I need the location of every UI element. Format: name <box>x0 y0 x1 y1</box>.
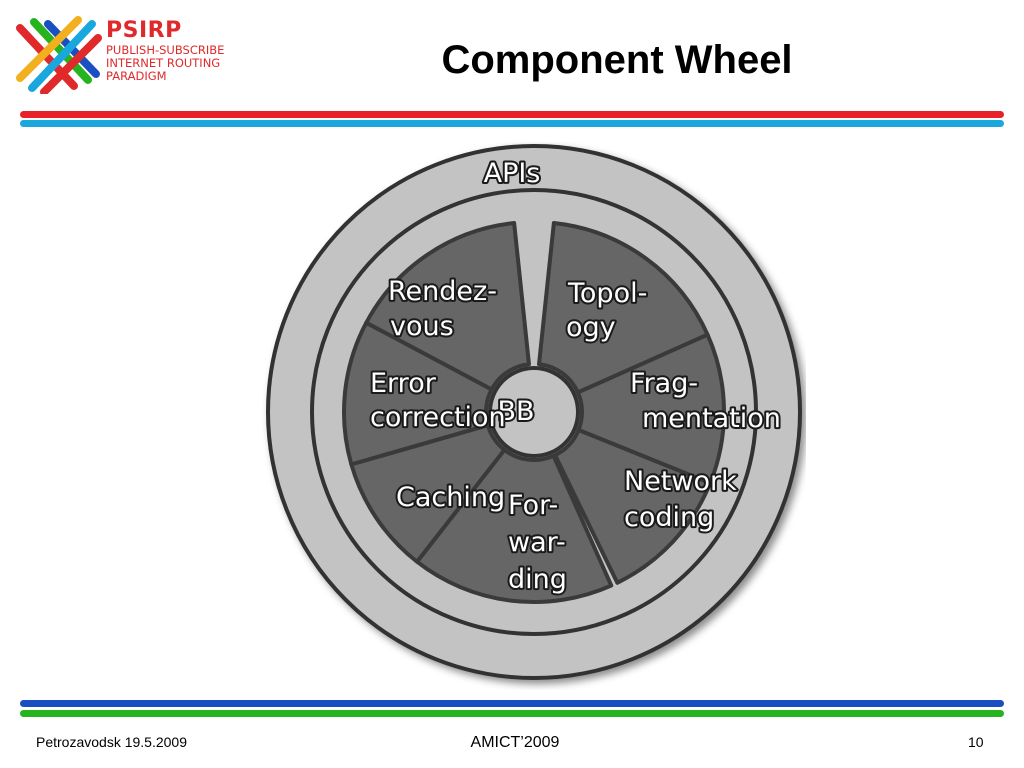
header-divider-red <box>20 111 1004 118</box>
segment-label-rendezvous-line-2: vous <box>390 311 454 342</box>
header-divider-cyan <box>20 120 1004 127</box>
page-number: 10 <box>968 734 984 750</box>
segment-label-rendezvous-line-1: Rendez- <box>388 276 497 307</box>
segment-caching <box>349 423 507 564</box>
psirp-logo-icon <box>16 16 102 94</box>
wheel-hub <box>488 366 580 458</box>
footer-event: AMICT’2009 <box>470 734 560 751</box>
segment-error-correction <box>342 320 494 467</box>
segment-topology <box>537 221 710 395</box>
segment-label-forwarding-line-2: war- <box>508 527 566 558</box>
logo-line-2: INTERNET ROUTING <box>106 56 221 70</box>
segment-label-fragmentation-line-2: mentation <box>642 403 781 434</box>
segment-forwarding <box>415 447 614 604</box>
segment-label-caching-line-1: Caching <box>396 482 505 513</box>
segment-label-forwarding-line-1: For- <box>508 490 558 521</box>
segment-fragmentation <box>575 332 726 486</box>
hub-label: BB <box>497 396 534 427</box>
segment-network-coding <box>553 427 713 585</box>
logo-wordmark: PSIRP PUBLISH-SUBSCRIBE INTERNET ROUTING… <box>106 18 224 83</box>
footer-divider-green <box>20 710 1004 717</box>
footer-location-date: Petrozavodsk 19.5.2009 <box>36 734 187 750</box>
slide-title: Component Wheel <box>441 38 793 82</box>
segment-label-error-correction-line-1: Error <box>370 368 437 399</box>
rim-label-apis: APIs <box>484 158 541 189</box>
segment-rendezvous <box>364 221 531 392</box>
wheel-segments <box>342 221 726 604</box>
segment-label-network-coding-line-1: Network <box>624 466 737 497</box>
segment-label-network-coding-line-2: coding <box>624 502 714 533</box>
segment-label-forwarding-line-3: ding <box>508 564 567 595</box>
segment-label-topology-line-2: ogy <box>566 312 616 343</box>
wheel-segment-labels: Rendez-vous Topol-ogyFrag-mentationNetwor… <box>368 274 783 597</box>
logo-line-3: PARADIGM <box>106 69 167 83</box>
component-wheel-diagram: BB APIs Rendez-vous Topol-ogyFrag-mentati… <box>266 144 802 680</box>
segment-label-topology-line-1: Topol- <box>567 278 647 309</box>
segment-label-fragmentation-line-1: Frag- <box>630 368 698 399</box>
footer-divider-blue <box>20 700 1004 707</box>
logo-line-1: PUBLISH-SUBSCRIBE <box>106 43 225 57</box>
segment-label-error-correction-line-2: correction <box>370 402 506 433</box>
logo-name: PSIRP <box>106 18 182 43</box>
